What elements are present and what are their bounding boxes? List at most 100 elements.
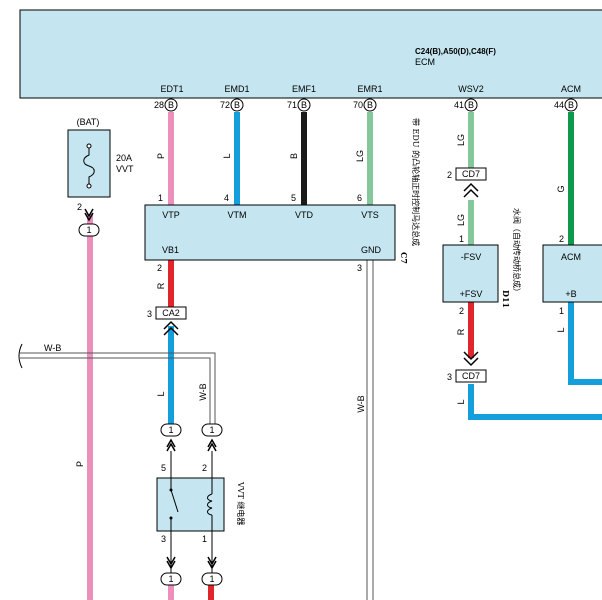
svg-text:B: B xyxy=(568,100,574,110)
color-acm-lower: L xyxy=(556,327,566,332)
water-valve-box: 1 -FSV +FSV 2 xyxy=(442,234,499,316)
fuse-source: (BAT) xyxy=(77,117,100,127)
fuse-pin: 2 xyxy=(77,202,82,212)
connector-circle-wb: 1 xyxy=(201,423,223,452)
vvt-ecu-label-vtp: VTP xyxy=(162,210,180,220)
svg-text:28: 28 xyxy=(154,100,164,110)
svg-text:2: 2 xyxy=(447,170,452,180)
svg-text:1: 1 xyxy=(202,534,207,544)
svg-text:1: 1 xyxy=(168,425,173,435)
vvt-ecu-pin-2: 2 xyxy=(157,263,162,273)
water-valve-name: 水阀（自动传动桥总成） xyxy=(512,208,522,296)
vvt-ecu-code: C7 xyxy=(399,252,409,264)
water-valve-code: D11 xyxy=(501,290,511,308)
connector-circle-out-right: 1 xyxy=(201,572,223,586)
svg-text:41: 41 xyxy=(454,100,464,110)
pin-badge-wsv2: 41 B xyxy=(454,98,478,112)
pin-badge-edt1: 28 B xyxy=(154,98,178,112)
svg-text:B: B xyxy=(468,100,474,110)
acm-box: 2 ACM +B 1 xyxy=(542,234,602,316)
vvt-ecu-pin-1: 1 xyxy=(158,193,163,203)
vvt-ecu-box xyxy=(144,204,396,261)
connector-cd7-upper: 2 CD7 xyxy=(447,167,487,198)
svg-text:2: 2 xyxy=(559,234,564,244)
color-gnd: W-B xyxy=(356,395,366,412)
svg-text:B: B xyxy=(301,100,307,110)
vvt-ecu-label-gnd: GND xyxy=(361,245,382,255)
svg-text:72: 72 xyxy=(220,100,230,110)
svg-text:1: 1 xyxy=(559,306,564,316)
svg-text:70: 70 xyxy=(353,100,363,110)
pin-badge-emd1: 72 B xyxy=(220,98,244,112)
svg-text:1: 1 xyxy=(209,425,214,435)
svg-text:3: 3 xyxy=(161,534,166,544)
fuse-terminal-bottom xyxy=(86,183,92,189)
fuse-terminal-top xyxy=(86,143,92,149)
pin-badge-emr1: 70 B xyxy=(353,98,377,112)
svg-text:2: 2 xyxy=(459,306,464,316)
svg-text:CD7: CD7 xyxy=(462,371,480,381)
svg-text:1: 1 xyxy=(209,574,214,584)
svg-text:1: 1 xyxy=(459,234,464,244)
wire-wb-bus-outer xyxy=(20,352,216,424)
svg-text:B: B xyxy=(367,100,373,110)
vvt-ecu-pin-6: 6 xyxy=(357,193,362,203)
pin-badge-emf1: 71 B xyxy=(287,98,311,112)
relay-out-arrows-left xyxy=(166,556,176,570)
svg-text:1: 1 xyxy=(168,574,173,584)
svg-text:44: 44 xyxy=(554,100,564,110)
vvt-ecu-name: 带 EDU 的凸轮轴正时控制马达总成 xyxy=(411,118,421,246)
fuse-arrow xyxy=(84,208,94,222)
svg-text:3: 3 xyxy=(447,372,452,382)
color-acm: G xyxy=(556,185,566,192)
connector-cd7-lower: 3 CD7 xyxy=(447,351,487,383)
ecm-block xyxy=(19,9,602,99)
svg-text:71: 71 xyxy=(287,100,297,110)
svg-text:VVT 继电器: VVT 继电器 xyxy=(236,481,246,525)
wire-break-mark xyxy=(18,343,23,369)
pin-label-emf1: EMF1 xyxy=(292,84,316,94)
fuse-rating: 20A xyxy=(116,153,132,163)
fuse-name: VVT xyxy=(116,164,134,174)
wire-acm-blue xyxy=(568,302,602,385)
wire-wsv2-blue xyxy=(468,384,602,420)
vvt-ecu-label-vts: VTS xyxy=(361,210,379,220)
pin-badge-acm: 44 B xyxy=(554,98,578,112)
vvt-ecu-label-vb1: VB1 xyxy=(162,245,179,255)
pin-label-wsv2: WSV2 xyxy=(458,84,484,94)
relay-out-arrows-right xyxy=(207,556,217,570)
color-emd1: L xyxy=(222,153,232,158)
color-vb1-lower: L xyxy=(156,391,166,396)
color-wsv2-mid: LG xyxy=(456,214,466,226)
color-wsv2-upper: LG xyxy=(456,134,466,146)
svg-text:CA2: CA2 xyxy=(162,308,180,318)
svg-text:B: B xyxy=(168,100,174,110)
ecm-part-codes: C24(B),A50(D),C48(F) xyxy=(415,47,496,56)
svg-text:ACM: ACM xyxy=(561,252,581,262)
color-wsv2-bottom: L xyxy=(456,399,466,404)
pin-label-emr1: EMR1 xyxy=(357,84,382,94)
wire-wb-bus-inner xyxy=(20,357,211,424)
connector-ca2: 3 CA2 xyxy=(147,306,187,336)
fuse-symbol xyxy=(83,148,95,184)
svg-text:-FSV: -FSV xyxy=(461,252,482,262)
svg-text:2: 2 xyxy=(202,463,207,473)
relay: 5 2 3 1 VVT 继电器 xyxy=(156,463,246,544)
pin-label-acm: ACM xyxy=(561,84,581,94)
pin-label-edt1: EDT1 xyxy=(160,84,183,94)
color-emr1: LG xyxy=(355,150,365,162)
color-wsv2-lower: R xyxy=(456,328,466,335)
vvt-ecu-pin-4: 4 xyxy=(224,193,229,203)
connector-circle-vb1: 1 xyxy=(160,423,182,452)
svg-text:B: B xyxy=(234,100,240,110)
svg-text:+FSV: +FSV xyxy=(460,289,483,299)
svg-text:+B: +B xyxy=(565,289,576,299)
svg-text:CD7: CD7 xyxy=(462,169,480,179)
svg-text:1: 1 xyxy=(86,225,91,235)
pin-label-emd1: EMD1 xyxy=(224,84,249,94)
vvt-ecu-pin-5: 5 xyxy=(291,193,296,203)
fuse-connector: 1 xyxy=(78,223,100,237)
connector-circle-out-left: 1 xyxy=(160,572,182,586)
color-edt1: P xyxy=(156,153,166,159)
